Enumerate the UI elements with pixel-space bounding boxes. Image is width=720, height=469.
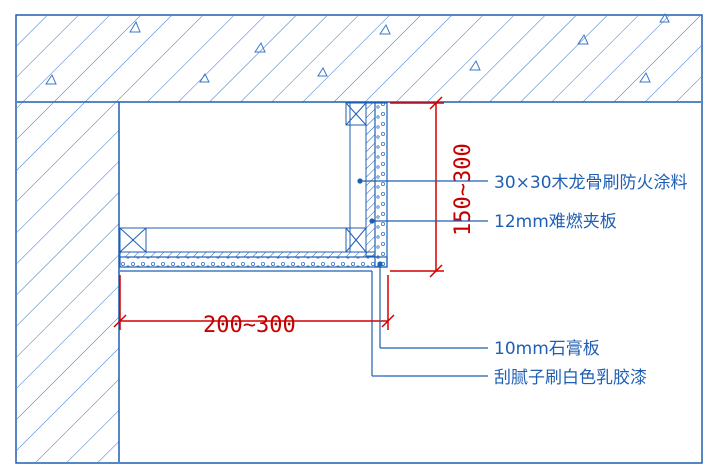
label-gypsum-board: 10mm石膏板 — [494, 338, 600, 359]
leader-lines — [357, 178, 488, 377]
horizontal-dimension — [113, 275, 395, 330]
label-fire-board: 12mm难燃夹板 — [494, 212, 617, 232]
gypsum-board-vertical — [374, 102, 388, 268]
concrete-wall — [17, 102, 120, 462]
horizontal-dimension-text: 200~300 — [203, 313, 296, 338]
fire-board-vertical — [365, 102, 376, 257]
vertical-dimension — [390, 96, 444, 278]
wood-keel-frame — [119, 102, 367, 253]
drawing-frame — [15, 14, 703, 464]
concrete-slab — [17, 12, 701, 103]
label-wood-keel: 30×30木龙骨刷防火涂料 — [494, 173, 688, 193]
fire-board-horizontal — [119, 251, 376, 258]
label-putty-paint: 刮腻子刷白色乳胶漆 — [494, 368, 647, 388]
gypsum-board-horizontal — [119, 256, 388, 377]
vertical-dimension-text: 150~300 — [451, 143, 476, 236]
